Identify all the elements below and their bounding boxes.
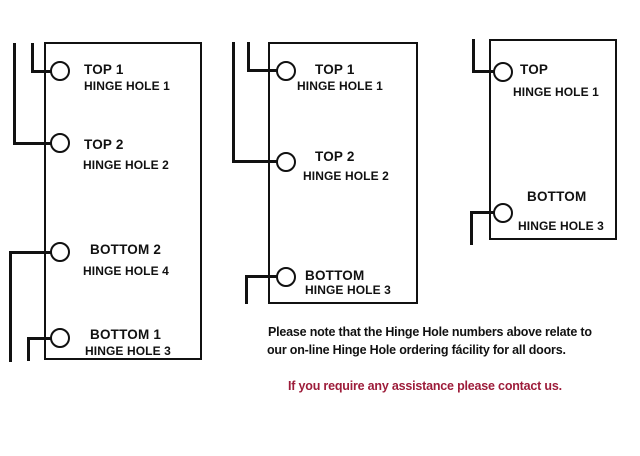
bracket-line (9, 251, 53, 254)
hinge-label: BOTTOM (527, 189, 587, 204)
hinge-label: TOP 2 (84, 137, 124, 152)
hinge-hole-circle (50, 242, 70, 262)
bracket-line (27, 337, 30, 361)
hinge-hole-label: HINGE HOLE 4 (83, 264, 169, 278)
hinge-label: TOP 1 (84, 62, 124, 77)
bracket-line (27, 337, 53, 340)
hinge-hole-label: HINGE HOLE 1 (84, 79, 170, 93)
hinge-hole-label: HINGE HOLE 1 (513, 85, 599, 99)
hinge-label: TOP 2 (315, 149, 355, 164)
door-outline-2 (268, 42, 418, 304)
hinge-label: BOTTOM (305, 268, 365, 283)
hinge-hole-circle (493, 62, 513, 82)
hinge-hole-circle (50, 133, 70, 153)
hinge-label: TOP (520, 62, 549, 77)
hinge-hole-circle (276, 61, 296, 81)
bracket-line (245, 275, 279, 278)
door-outline-1 (44, 42, 202, 360)
bracket-line (245, 275, 248, 304)
bracket-line (470, 211, 473, 245)
bracket-line (31, 43, 34, 72)
note-text-line2: our on-line Hinge Hole ordering fácility… (267, 343, 566, 357)
bracket-line (232, 42, 235, 163)
bracket-line (472, 39, 475, 73)
bracket-line (9, 251, 12, 362)
hinge-hole-label: HINGE HOLE 1 (297, 79, 383, 93)
assistance-note: If you require any assistance please con… (288, 379, 562, 393)
hinge-hole-circle (50, 61, 70, 81)
bracket-line (470, 211, 496, 214)
hinge-hole-circle (493, 203, 513, 223)
hinge-label: TOP 1 (315, 62, 355, 77)
bracket-line (13, 43, 16, 145)
hinge-label: BOTTOM 1 (90, 327, 162, 342)
bracket-line (247, 69, 279, 72)
bracket-line (31, 70, 53, 73)
bracket-line (232, 160, 279, 163)
hinge-hole-circle (50, 328, 70, 348)
hinge-label: BOTTOM 2 (90, 242, 162, 257)
bracket-line (472, 70, 496, 73)
hinge-hole-label: HINGE HOLE 3 (305, 283, 391, 297)
hinge-hole-circle (276, 267, 296, 287)
hinge-hole-label: HINGE HOLE 3 (518, 219, 604, 233)
note-text-line1: Please note that the Hinge Hole numbers … (268, 325, 592, 339)
bracket-line (247, 42, 250, 72)
hinge-hole-circle (276, 152, 296, 172)
hinge-hole-label: HINGE HOLE 3 (85, 344, 171, 358)
bracket-line (13, 142, 53, 145)
hinge-hole-label: HINGE HOLE 2 (303, 169, 389, 183)
hinge-hole-label: HINGE HOLE 2 (83, 158, 169, 172)
